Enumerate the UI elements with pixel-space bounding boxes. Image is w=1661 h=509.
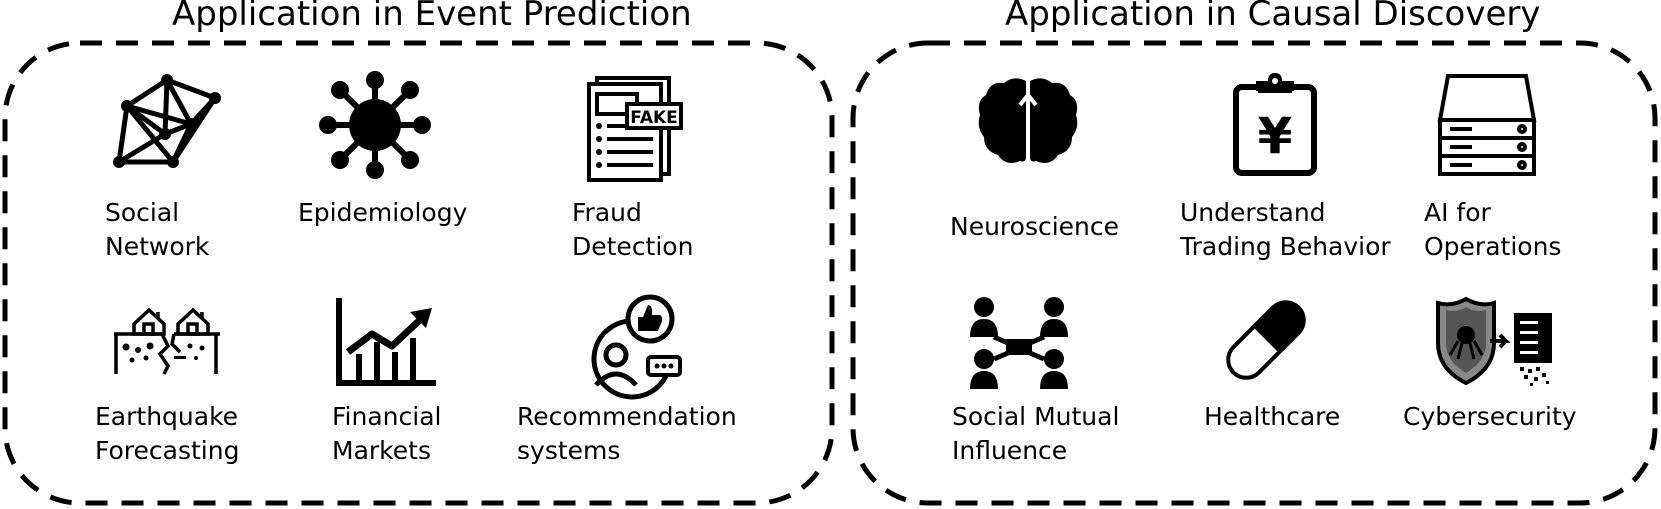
brain-icon — [978, 78, 1078, 163]
label-recommendation-systems: Recommendation systems — [517, 402, 737, 465]
people-network-icon — [970, 297, 1068, 389]
label-neuroscience: Neuroscience — [950, 212, 1120, 241]
label-healthcare: Healthcare — [1204, 402, 1341, 431]
svg-text:FAKE: FAKE — [630, 108, 678, 128]
label-fraud-detection: Fraud Detection — [572, 198, 694, 261]
network-graph-icon — [113, 74, 221, 168]
virus-icon — [319, 71, 431, 179]
event-prediction-title: Application in Event Prediction — [172, 0, 692, 34]
svg-text:¥: ¥ — [1258, 107, 1293, 165]
recommendation-icon — [591, 294, 682, 400]
label-ai-for-operations: AI for Operations — [1424, 198, 1562, 261]
yen-clipboard-icon: ¥ — [1233, 73, 1317, 176]
pill-capsule-icon — [1226, 300, 1306, 380]
label-earthquake-forecasting: Earthquake Forecasting — [95, 402, 240, 465]
label-epidemiology: Epidemiology — [298, 198, 468, 227]
label-financial-markets: Financial Markets — [332, 402, 442, 465]
server-icon — [1437, 74, 1537, 176]
growth-chart-icon — [336, 298, 436, 386]
causal-discovery-title: Application in Causal Discovery — [1005, 0, 1541, 34]
fake-news-icon: FAKE — [587, 76, 683, 182]
label-social-mutual-influence: Social Mutual Influence — [952, 402, 1120, 465]
causal-discovery-border — [850, 40, 1658, 506]
label-understand-trading-behavior: Understand Trading Behavior — [1180, 198, 1391, 261]
shield-malware-icon — [1436, 296, 1552, 386]
label-cybersecurity: Cybersecurity — [1403, 402, 1577, 431]
earthquake-icon — [114, 307, 220, 375]
event-prediction-border — [2, 40, 835, 506]
label-social-network: Social Network — [105, 198, 210, 261]
